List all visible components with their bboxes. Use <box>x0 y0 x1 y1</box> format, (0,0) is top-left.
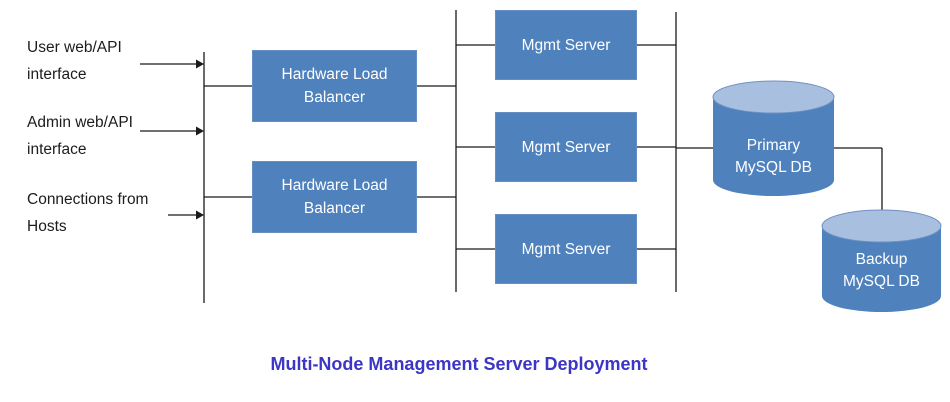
load-balancer-1-line1: Hardware Load <box>281 66 388 83</box>
primary-db-top <box>712 80 835 114</box>
input-label-hosts-line1: Connections from <box>27 191 149 208</box>
primary-db-line1: Primary <box>746 137 801 154</box>
mgmt-server-3-label: Mgmt Server <box>521 240 611 258</box>
connector-lines <box>140 10 883 303</box>
mgmt-server-1-label: Mgmt Server <box>521 36 611 54</box>
backup-db-cylinder <box>821 209 942 312</box>
input-label-hosts-line2: Hosts <box>27 218 67 235</box>
input-label-admin-line1: Admin web/API <box>27 114 133 131</box>
arrow-user-head <box>196 59 204 69</box>
diagram-title: Multi-Node Management Server Deployment <box>270 354 648 374</box>
load-balancer-node-1: Hardware Load Balancer <box>252 50 417 122</box>
backup-db-line1: Backup <box>855 251 908 268</box>
backup-db-label: Backup MySQL DB <box>822 249 941 293</box>
load-balancer-2-line1: Hardware Load <box>281 177 388 194</box>
arrow-hosts-head <box>196 210 204 220</box>
primary-db-label: Primary MySQL DB <box>713 135 834 179</box>
input-label-admin-line2: interface <box>27 141 87 158</box>
load-balancer-node-2: Hardware Load Balancer <box>252 161 417 233</box>
input-label-user-line2: interface <box>27 66 87 83</box>
arrow-admin-head <box>196 126 204 136</box>
input-label-admin: Admin web/API interface <box>27 109 177 163</box>
input-label-hosts: Connections from Hosts <box>27 186 177 240</box>
input-label-user: User web/API interface <box>27 34 177 88</box>
backup-db-line2: MySQL DB <box>843 273 920 290</box>
primary-db-cylinder <box>712 80 835 196</box>
primary-db-line2: MySQL DB <box>735 159 812 176</box>
input-label-user-line1: User web/API <box>27 39 122 56</box>
load-balancer-2-line2: Balancer <box>303 200 366 217</box>
mgmt-server-node-2: Mgmt Server <box>495 112 637 182</box>
mgmt-server-2-label: Mgmt Server <box>521 138 611 156</box>
mgmt-server-node-1: Mgmt Server <box>495 10 637 80</box>
mgmt-server-node-3: Mgmt Server <box>495 214 637 284</box>
backup-db-top <box>821 209 942 243</box>
arrowheads <box>196 59 204 220</box>
load-balancer-1-line2: Balancer <box>303 89 366 106</box>
